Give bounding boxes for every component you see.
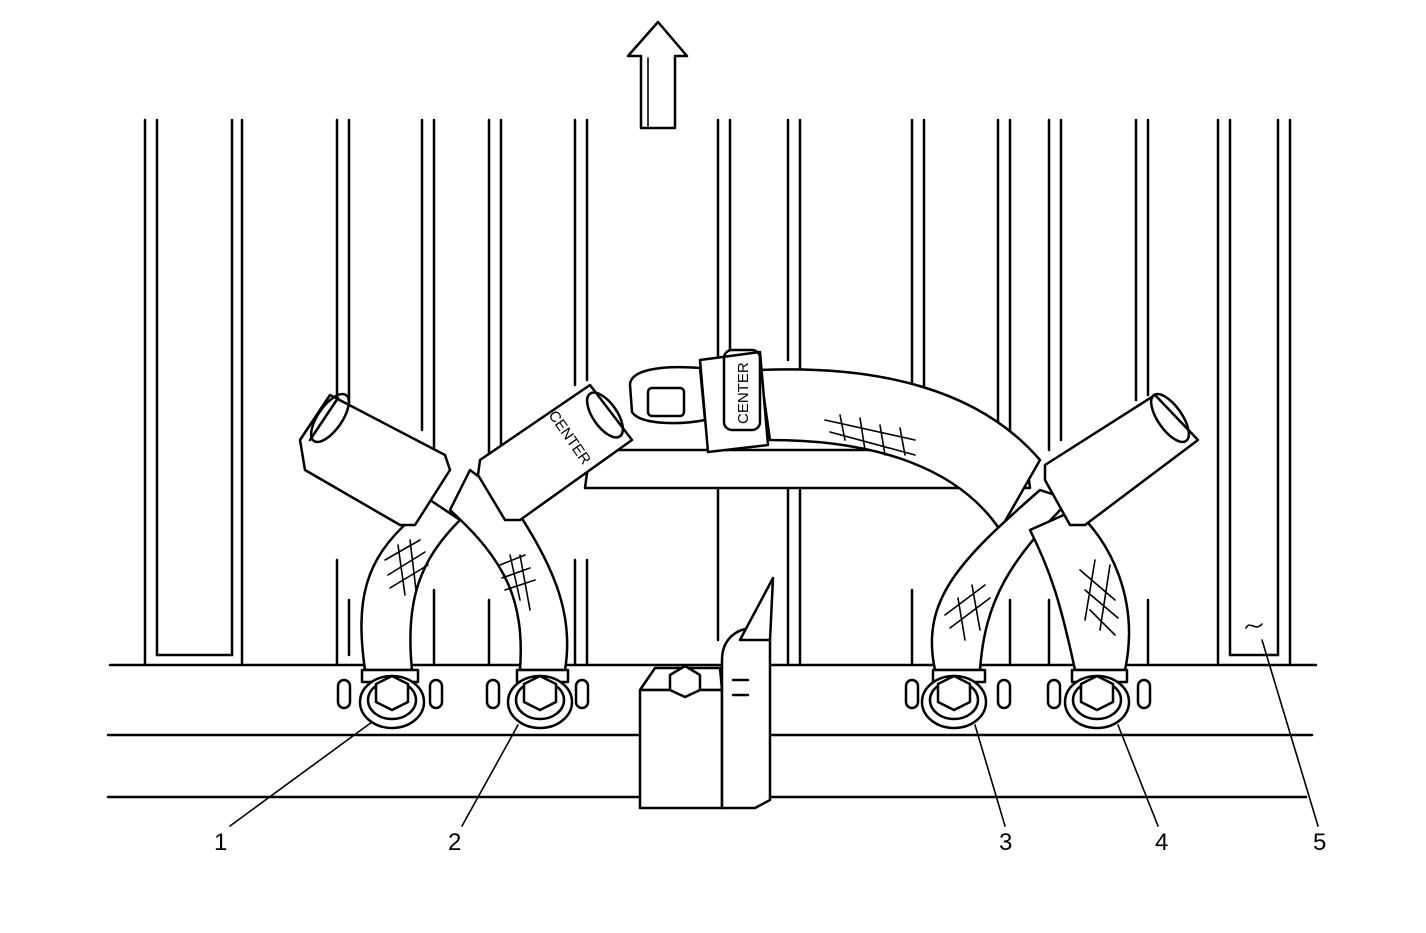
left-center-buckle: CENTER	[476, 383, 634, 522]
forward-arrow-icon	[626, 20, 689, 130]
leader-lines	[229, 623, 1319, 827]
right-belt-strap-4	[1028, 508, 1131, 672]
floor-slots	[336, 678, 1152, 710]
anchor-bolt-3	[920, 674, 988, 730]
callout-2: 2	[448, 829, 461, 856]
center-tongue-label: CENTER	[735, 362, 752, 424]
anchor-bolt-2	[506, 674, 574, 730]
center-belt-tongue: CENTER	[628, 348, 1042, 532]
anchor-bolt-4	[1063, 674, 1131, 730]
left-belt-strap-1	[360, 498, 462, 672]
callout-5: 5	[1313, 829, 1326, 856]
callout-4: 4	[1155, 829, 1168, 856]
center-anchor-bracket	[638, 576, 775, 810]
callouts: 1 2 3 4 5	[214, 829, 1326, 856]
left-outboard-buckle	[298, 392, 452, 527]
anchor-bolt-1	[358, 674, 426, 730]
right-outboard-buckle	[1043, 392, 1200, 527]
stitching-marks	[384, 414, 1119, 641]
callout-3: 3	[999, 829, 1012, 856]
floor-ribs	[143, 118, 1292, 667]
callout-1: 1	[214, 829, 227, 856]
